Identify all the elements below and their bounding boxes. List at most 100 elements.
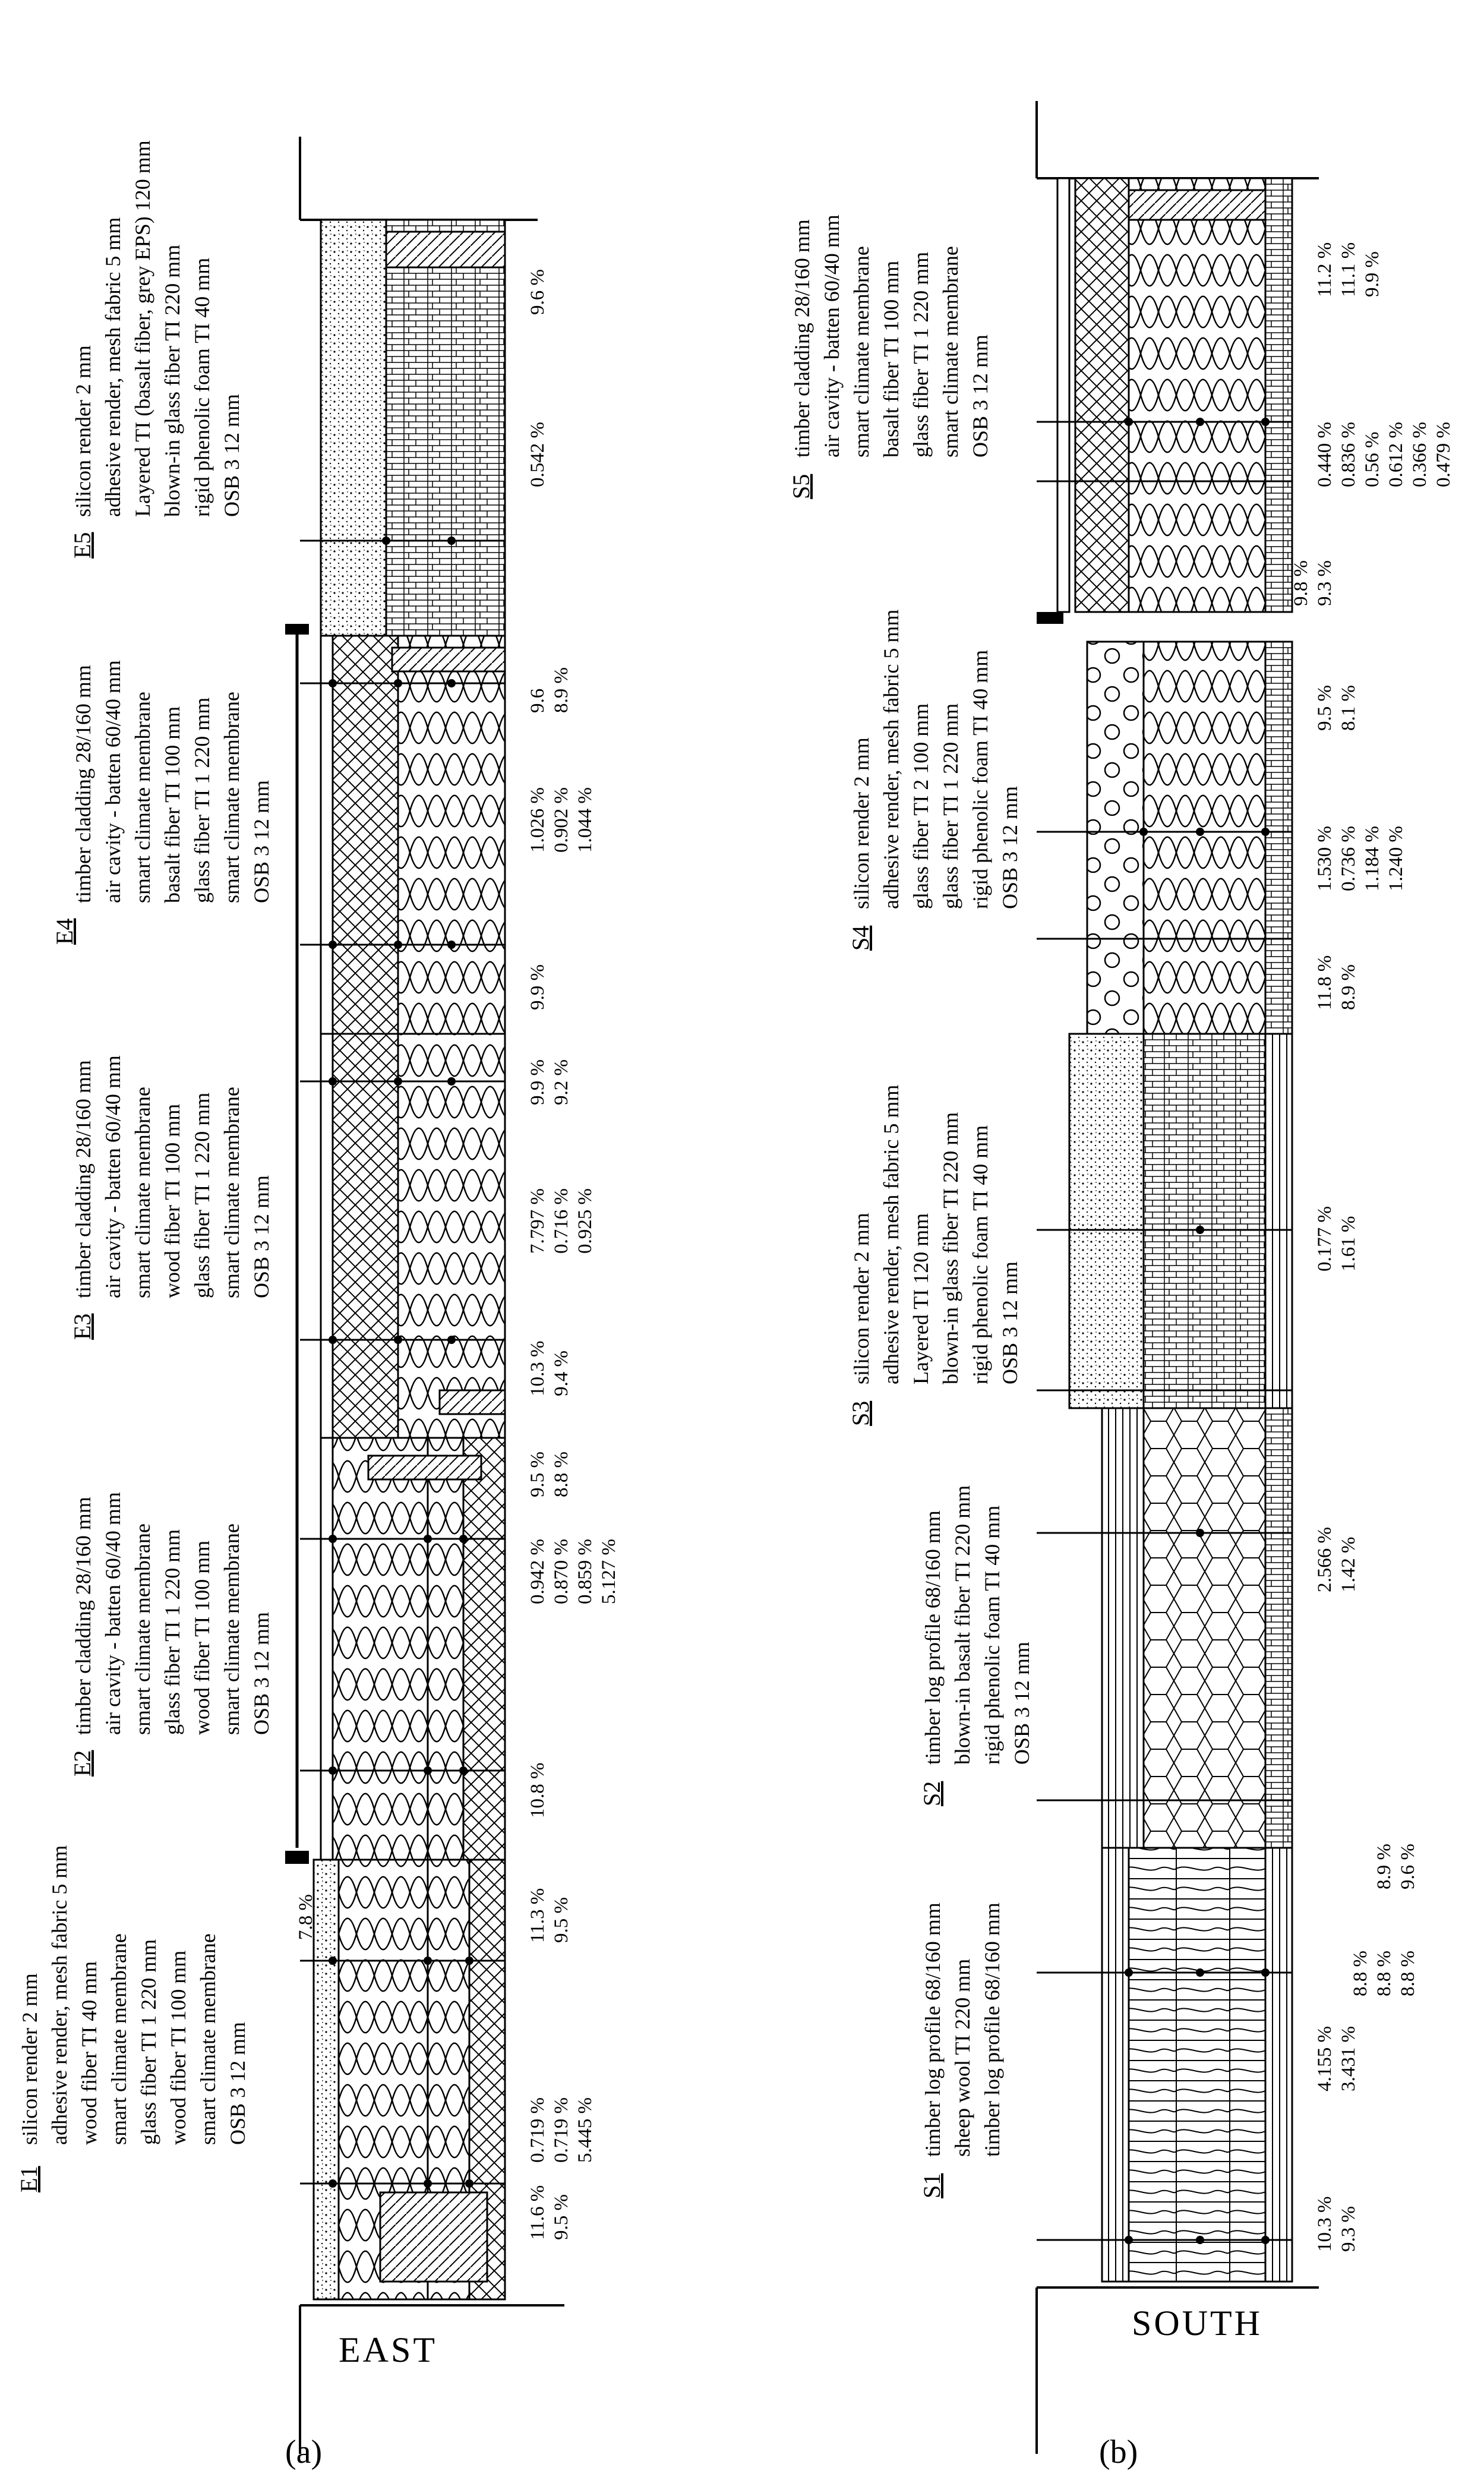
svg-text:adhesive render, mesh fabric 5: adhesive render, mesh fabric 5 mm [48,1845,71,2145]
svg-text:0.736 %: 0.736 % [1338,826,1359,891]
svg-text:1.42 %: 1.42 % [1338,1537,1359,1593]
svg-text:air cavity - batten 60/40 mm: air cavity - batten 60/40 mm [101,1492,125,1735]
svg-text:timber cladding 28/160 mm: timber cladding 28/160 mm [790,219,814,457]
svg-text:0.925 %: 0.925 % [574,1188,596,1254]
svg-text:1.530 %: 1.530 % [1314,826,1335,891]
svg-text:blown-in glass fiber TI 220 mm: blown-in glass fiber TI 220 mm [939,1112,962,1384]
svg-text:smart climate membrane: smart climate membrane [939,246,962,457]
section-e1-labels: E1 silicon render 2 mm adhesive render, … [15,1845,250,2192]
svg-text:4.155 %: 4.155 % [1314,2026,1335,2091]
panel-a-caption: (a) [285,2434,322,2470]
svg-text:9.3 %: 9.3 % [1338,2206,1359,2252]
svg-text:smart climate membrane: smart climate membrane [220,1523,244,1735]
svg-text:11.2 %: 11.2 % [1314,242,1335,297]
svg-text:8.8 %: 8.8 % [1350,1951,1371,1996]
svg-text:silicon render 2 mm: silicon render 2 mm [850,737,873,909]
svg-text:timber cladding 28/160 mm: timber cladding 28/160 mm [71,1497,95,1735]
svg-text:glass fiber TI 1 220 mm: glass fiber TI 1 220 mm [160,1529,184,1735]
svg-text:1.044 %: 1.044 % [574,787,596,853]
svg-text:adhesive render, mesh fabric 5: adhesive render, mesh fabric 5 mm [879,1085,903,1384]
svg-text:7.8 %: 7.8 % [295,1894,317,1940]
svg-text:rigid phenolic foam TI 40 mm: rigid phenolic foam TI 40 mm [190,258,214,517]
section-e2-labels: E2 timber cladding 28/160 mm air cavity … [69,1492,273,1777]
svg-text:rigid phenolic foam TI 40 mm: rigid phenolic foam TI 40 mm [980,1506,1004,1765]
svg-text:smart climate membrane: smart climate membrane [107,1933,131,2145]
panel-b-direction: SOUTH [1132,2304,1262,2343]
svg-text:1.61 %: 1.61 % [1338,1216,1359,1272]
panel-a-sensor-dots [329,537,473,2188]
svg-text:air cavity - batten 60/40 mm: air cavity - batten 60/40 mm [101,660,125,903]
panel-b-wall [1035,101,1319,2454]
section-code-e4: E4 [51,919,78,945]
svg-text:1.026 %: 1.026 % [527,787,548,853]
svg-text:9.5 %: 9.5 % [527,1452,548,1497]
svg-text:0.942 %: 0.942 % [527,1539,548,1604]
svg-text:glass fiber TI 1 220 mm: glass fiber TI 1 220 mm [909,252,933,457]
svg-text:8.8 %: 8.8 % [551,1452,572,1497]
svg-text:9.5 %: 9.5 % [551,2194,572,2240]
panel-b-sensors [1037,421,1292,2241]
svg-text:11.3 %: 11.3 % [527,1888,548,1943]
svg-text:wood fiber TI 100 mm: wood fiber TI 100 mm [190,1541,214,1735]
svg-text:sheep wool TI 220 mm: sheep wool TI 220 mm [951,1959,974,2157]
svg-text:OSB 3 12 mm: OSB 3 12 mm [250,1612,273,1735]
svg-text:adhesive render, mesh fabric 5: adhesive render, mesh fabric 5 mm [879,610,903,909]
svg-text:8.9 %: 8.9 % [1338,964,1359,1010]
section-code-s5: S5 [788,474,814,499]
panel-b-caption: (b) [1099,2434,1138,2470]
svg-text:air cavity - batten 60/40 mm: air cavity - batten 60/40 mm [101,1055,125,1298]
svg-text:OSB 3 12 mm: OSB 3 12 mm [250,780,273,903]
svg-text:blown-in glass fiber TI 220 mm: blown-in glass fiber TI 220 mm [160,245,184,517]
section-e3-labels: E3 timber cladding 28/160 mm air cavity … [69,1055,273,1340]
svg-text:timber cladding 28/160 mm: timber cladding 28/160 mm [71,665,95,903]
svg-text:1.184 %: 1.184 % [1362,826,1383,891]
svg-text:1.240 %: 1.240 % [1385,826,1407,891]
svg-text:11.6 %: 11.6 % [527,2185,548,2240]
svg-text:7.797 %: 7.797 % [527,1188,548,1254]
section-s1-labels: S1 timber log profile 68/160 mm sheep wo… [918,1902,1004,2198]
svg-text:glass fiber TI 1 220 mm: glass fiber TI 1 220 mm [190,1093,214,1298]
section-code-e3: E3 [69,1314,96,1340]
svg-text:0.56 %: 0.56 % [1362,432,1383,488]
svg-text:timber log profile 68/160 mm: timber log profile 68/160 mm [980,1902,1004,2157]
svg-text:rigid phenolic foam TI 40 mm: rigid phenolic foam TI 40 mm [968,650,992,909]
svg-text:0.716 %: 0.716 % [551,1188,572,1254]
section-code-s4: S4 [847,926,874,951]
svg-text:9.4 %: 9.4 % [551,1351,572,1396]
svg-text:smart climate membrane: smart climate membrane [196,1933,220,2145]
svg-text:Layered TI (basalt fiber, grey: Layered TI (basalt fiber, grey EPS) 120 … [131,140,154,517]
svg-text:9.9 %: 9.9 % [1362,251,1383,297]
section-s5-labels: S5 timber cladding 28/160 mm air cavity … [788,214,992,499]
section-code-s1: S1 [918,2173,945,2198]
svg-text:glass fiber TI 2 100 mm: glass fiber TI 2 100 mm [909,703,933,909]
svg-text:OSB 3 12 mm: OSB 3 12 mm [226,2022,250,2145]
svg-text:10.3 %: 10.3 % [527,1341,548,1397]
svg-text:basalt fiber TI 100 mm: basalt fiber TI 100 mm [160,706,184,903]
section-code-s2: S2 [918,1781,945,1806]
svg-text:0.719 %: 0.719 % [551,2097,572,2163]
svg-text:smart climate membrane: smart climate membrane [220,1087,244,1298]
svg-text:OSB 3 12 mm: OSB 3 12 mm [998,786,1022,909]
svg-text:5.127 %: 5.127 % [598,1539,620,1604]
svg-text:0.612 %: 0.612 % [1385,422,1407,487]
svg-text:2.566 %: 2.566 % [1314,1527,1335,1592]
svg-text:wood fiber TI 40 mm: wood fiber TI 40 mm [77,1961,101,2145]
svg-text:OSB 3 12 mm: OSB 3 12 mm [998,1261,1022,1384]
svg-text:0.440 %: 0.440 % [1314,422,1335,487]
panel-b-sensor-dots [1125,418,1270,2244]
svg-text:8.8 %: 8.8 % [1374,1951,1395,1996]
section-code-s3: S3 [847,1401,874,1426]
svg-text:0.479 %: 0.479 % [1433,422,1454,487]
svg-text:11.8 %: 11.8 % [1314,955,1335,1010]
svg-text:timber cladding 28/160 mm: timber cladding 28/160 mm [71,1060,95,1298]
svg-text:0.177 %: 0.177 % [1314,1206,1335,1271]
svg-text:9.3 %: 9.3 % [1314,560,1335,606]
svg-text:smart climate membrane: smart climate membrane [131,692,154,903]
svg-text:timber log profile 68/160 mm: timber log profile 68/160 mm [921,1510,945,1765]
svg-text:OSB 3 12 mm: OSB 3 12 mm [250,1175,273,1298]
svg-text:9.2 %: 9.2 % [551,1059,572,1105]
svg-text:9.8 %: 9.8 % [1290,560,1312,606]
section-e4-labels: E4 timber cladding 28/160 mm air cavity … [51,660,273,945]
section-code-e5: E5 [69,532,96,559]
